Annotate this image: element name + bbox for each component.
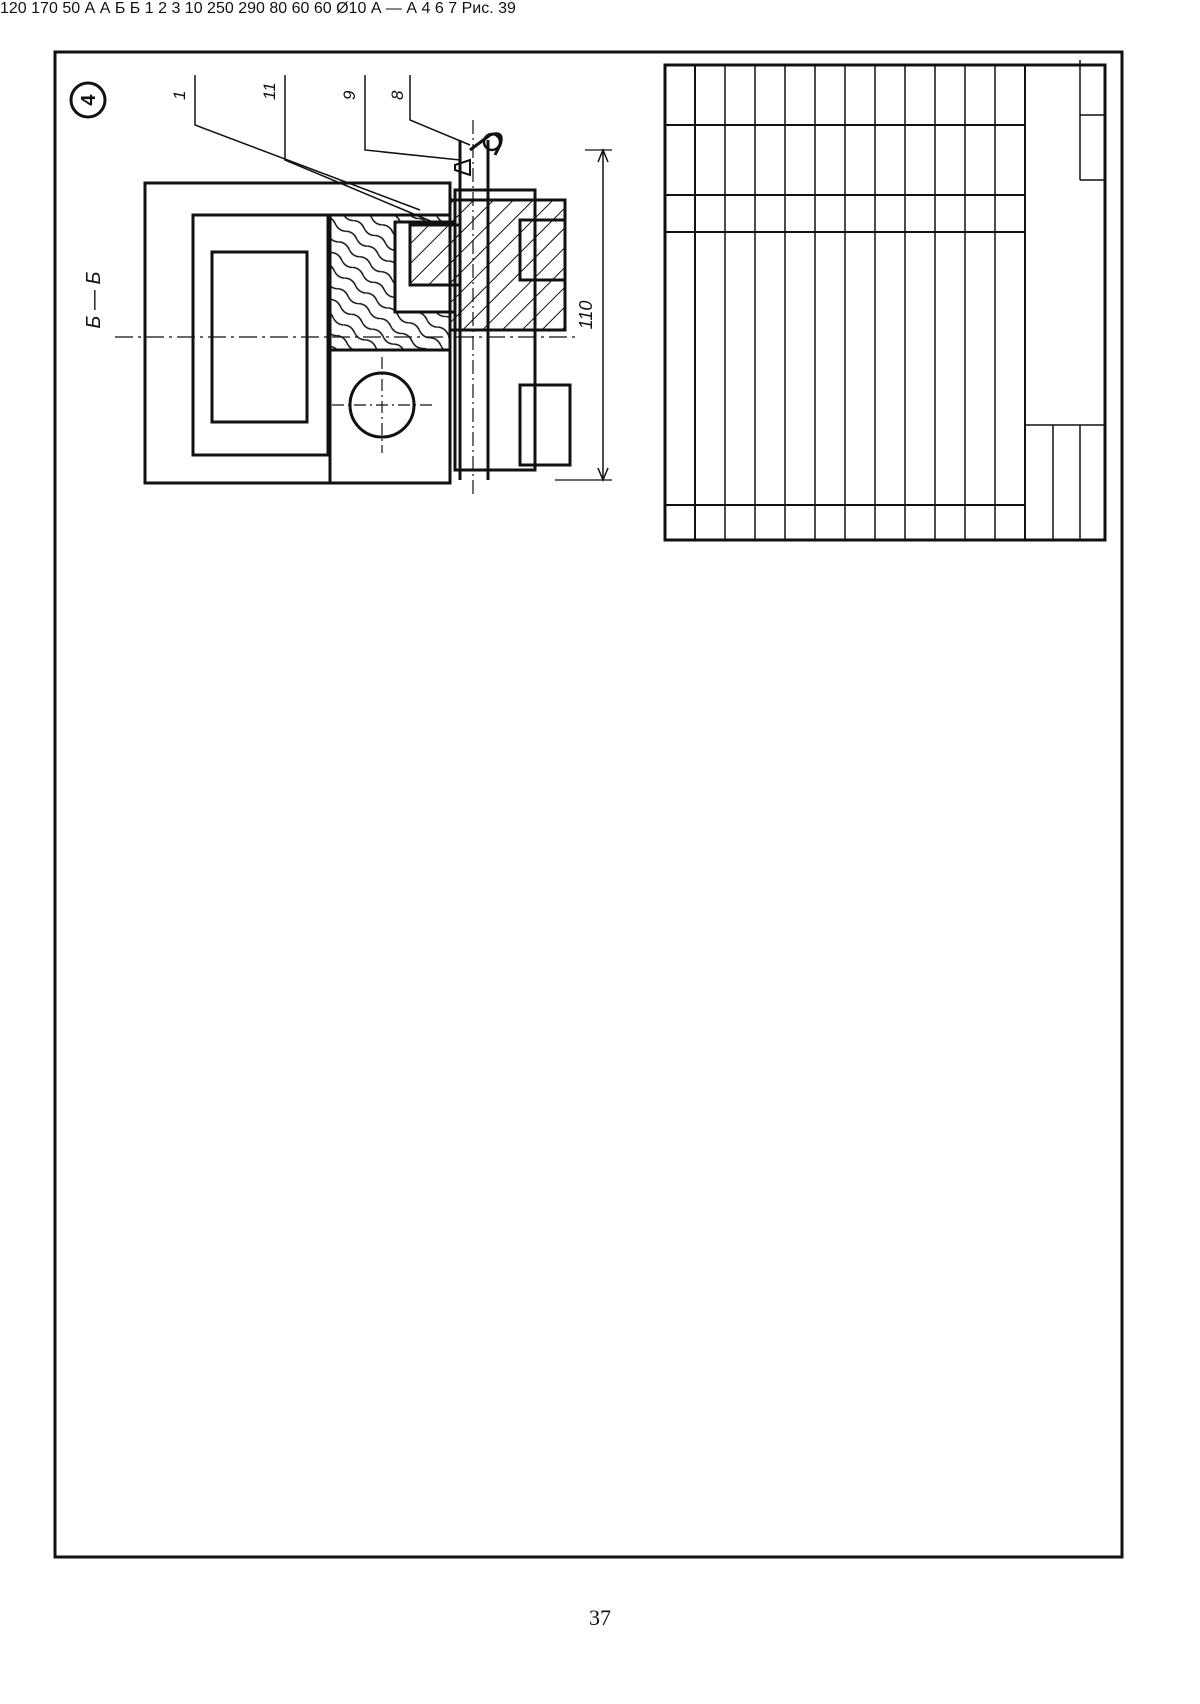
section-bb-view <box>115 120 612 495</box>
leader-3: 3 <box>171 0 181 17</box>
dim-80-label: 80 <box>269 0 288 17</box>
page-number: 37 <box>589 1605 611 1630</box>
cut-mark-b-left: Б <box>114 0 126 17</box>
figure-caption: Рис. 39 <box>461 0 516 17</box>
cut-mark-b-right: Б <box>129 0 141 17</box>
leader-8: 8 <box>388 90 407 100</box>
specification-table <box>663 60 1107 542</box>
leader-5: 1 <box>170 91 189 100</box>
dim-50-label: 50 <box>62 0 81 17</box>
leader-9: 9 <box>340 90 359 100</box>
leader-11: 11 <box>260 82 279 100</box>
dim-110-label: 110 <box>576 301 596 330</box>
section-bb-title: Б — Б <box>83 271 105 328</box>
leader-4: 4 <box>421 0 431 17</box>
top-leaders <box>194 75 471 226</box>
leader-1: 1 <box>144 0 154 17</box>
dim-120-label: 120 <box>0 0 27 17</box>
dim-250-label: 250 <box>207 0 234 17</box>
dim-170-label: 170 <box>31 0 58 17</box>
variant-badge-circle <box>69 81 107 119</box>
cut-mark-a-top: А <box>84 0 96 17</box>
dim-60-engine-label: 60 <box>313 0 332 17</box>
cut-mark-a-bottom: А <box>99 0 111 17</box>
dim-290-label: 290 <box>238 0 265 17</box>
leader-6: 6 <box>434 0 444 17</box>
drawing-frame <box>53 50 1124 1559</box>
leader-7: 7 <box>448 0 458 17</box>
dim-d10-label: Ø10 <box>336 0 367 17</box>
section-aa-title: А — А <box>370 0 418 17</box>
leader-2: 2 <box>158 0 167 17</box>
leader-10: 10 <box>184 0 203 17</box>
dim-60-body-label: 60 <box>291 0 310 17</box>
variant-badge-number: 4 <box>78 94 100 106</box>
